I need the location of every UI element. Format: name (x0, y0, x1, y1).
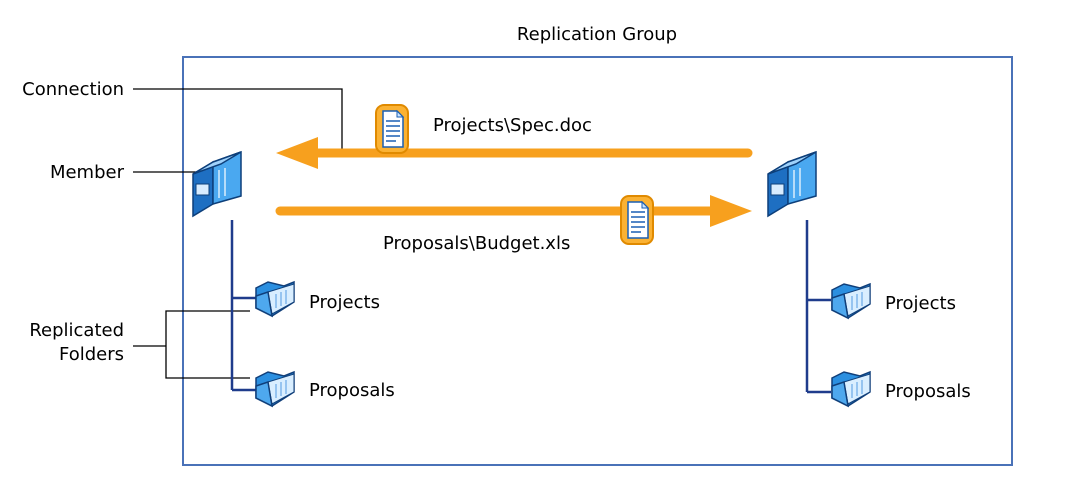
folder-icon (831, 371, 871, 407)
document-icon (620, 195, 654, 245)
connection-label: Connection (22, 79, 124, 100)
right-folder-projects-label: Projects (885, 293, 956, 314)
arrow-to-right-head (710, 195, 752, 227)
transfer-to-right-filename: Proposals\Budget.xls (383, 233, 570, 254)
right-folder-proposals-label: Proposals (885, 381, 971, 402)
replicated-folders-label-line1: Replicated (29, 320, 124, 341)
arrow-to-right (275, 195, 752, 227)
folder-icon (831, 283, 871, 319)
server-icon (192, 151, 242, 217)
folder-icon (255, 281, 295, 317)
arrow-to-left (276, 137, 753, 169)
group-title: Replication Group (517, 24, 677, 45)
document-icon (375, 104, 409, 154)
server-icon (767, 151, 817, 217)
callouts: Connection Member Replicated Folders (22, 79, 343, 379)
folder-icon (255, 371, 295, 407)
replicated-folders-bracket (165, 310, 250, 379)
connection-leader-line (133, 88, 343, 152)
arrow-to-left-head (276, 137, 318, 169)
transfer-to-left-filename: Projects\Spec.doc (433, 115, 592, 136)
left-folder-proposals-label: Proposals (309, 380, 395, 401)
replication-group-border (182, 56, 1013, 466)
left-folder-projects-label: Projects (309, 292, 380, 313)
right-member: Projects Proposals (767, 151, 971, 407)
replicated-folders-label-line2: Folders (59, 344, 124, 365)
member-label: Member (50, 162, 125, 183)
left-member: Projects Proposals (192, 151, 395, 407)
